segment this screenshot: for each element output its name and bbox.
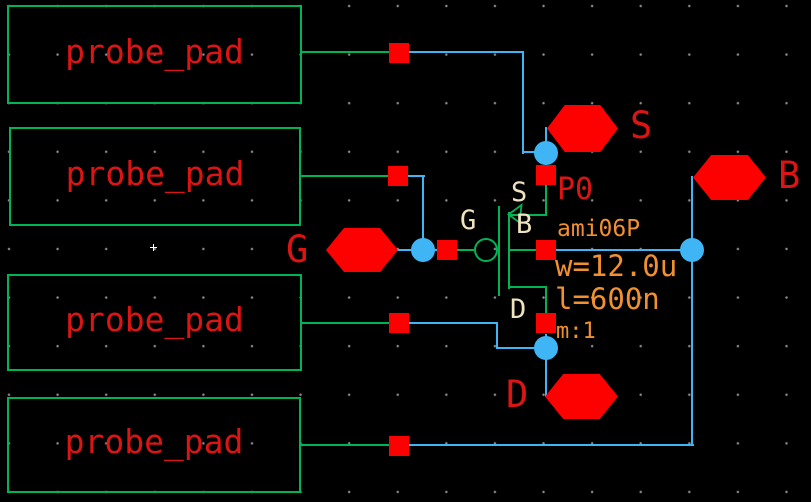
pmos-drain-lead-v [545, 286, 547, 314]
model-label[interactable]: ami06P [557, 216, 641, 242]
wire-d-port-stem[interactable] [545, 334, 547, 397]
solder-dot-b[interactable] [680, 238, 704, 262]
probe-pad-instance-1[interactable]: probe_pad [7, 5, 302, 104]
probe-pad-label[interactable]: probe_pad [65, 299, 244, 339]
wire-g-net-h1[interactable] [408, 175, 425, 177]
pmos-gate-pin[interactable] [437, 240, 457, 260]
probe-pad-2-pin[interactable] [388, 166, 408, 186]
pmos-bulk-lead [509, 249, 537, 251]
pmos-source-lead-h [509, 214, 547, 216]
wire-s-net-v1[interactable] [522, 51, 524, 154]
port-label-g[interactable]: G [286, 228, 309, 271]
wire-b-net-h2[interactable] [409, 444, 694, 446]
length-param-label[interactable]: l=600n [555, 282, 660, 316]
pmos-source-lead-v [545, 184, 547, 215]
probe-pad-3-stub[interactable] [300, 322, 390, 324]
probe-pad-instance-2[interactable]: probe_pad [9, 127, 301, 226]
wire-d-net-h2[interactable] [496, 347, 538, 349]
terminal-label-drain: D [510, 294, 527, 325]
probe-pad-2-stub[interactable] [299, 175, 389, 177]
pmos-gate-bar [498, 206, 500, 296]
width-param-label[interactable]: w=12.0u [555, 249, 678, 283]
probe-pad-instance-4[interactable]: probe_pad [7, 397, 301, 493]
port-label-d[interactable]: D [506, 373, 529, 416]
pmos-bulk-pin[interactable] [536, 240, 556, 260]
port-hexagon-b[interactable] [693, 155, 766, 200]
probe-pad-1-stub[interactable] [300, 51, 390, 53]
multiplier-param-label[interactable]: m:1 [556, 319, 596, 344]
wire-b-net-v1[interactable] [691, 176, 693, 446]
pmos-drain-lead-h [509, 286, 547, 288]
probe-pad-4-pin[interactable] [389, 436, 409, 456]
terminal-label-bulk: B [516, 209, 533, 240]
wire-s-net-h1[interactable] [408, 51, 524, 53]
probe-pad-4-stub[interactable] [299, 444, 390, 446]
port-label-s[interactable]: S [630, 104, 653, 147]
probe-pad-3-pin[interactable] [389, 313, 409, 333]
probe-pad-1-pin[interactable] [389, 43, 409, 63]
probe-pad-instance-3[interactable]: probe_pad [7, 274, 302, 371]
port-hexagon-s[interactable] [547, 105, 618, 152]
terminal-label-source: S [511, 177, 528, 208]
pmos-drain-pin[interactable] [536, 313, 556, 333]
probe-pad-label[interactable]: probe_pad [65, 153, 245, 193]
pmos-source-pin[interactable] [536, 165, 556, 185]
solder-dot-s[interactable] [534, 141, 558, 165]
port-hexagon-d[interactable] [545, 374, 618, 419]
instance-name-label[interactable]: P0 [557, 172, 594, 207]
probe-pad-label[interactable]: probe_pad [64, 422, 244, 461]
probe-pad-label[interactable]: probe_pad [65, 31, 244, 71]
solder-dot-d[interactable] [534, 336, 558, 360]
wire-d-net-h1[interactable] [409, 322, 498, 324]
wire-b-net-h1[interactable] [555, 249, 682, 251]
solder-dot-g[interactable] [411, 238, 435, 262]
pmos-gate-lead [456, 249, 474, 251]
wire-d-net-v1[interactable] [496, 322, 498, 349]
pmos-gate-bubble-icon [474, 238, 498, 262]
port-hexagon-g[interactable] [326, 228, 398, 272]
terminal-label-gate: G [460, 205, 477, 236]
wire-g-net-v1[interactable] [422, 175, 424, 252]
port-label-b[interactable]: B [778, 154, 801, 197]
pmos-source-arrow-icon [506, 203, 523, 225]
